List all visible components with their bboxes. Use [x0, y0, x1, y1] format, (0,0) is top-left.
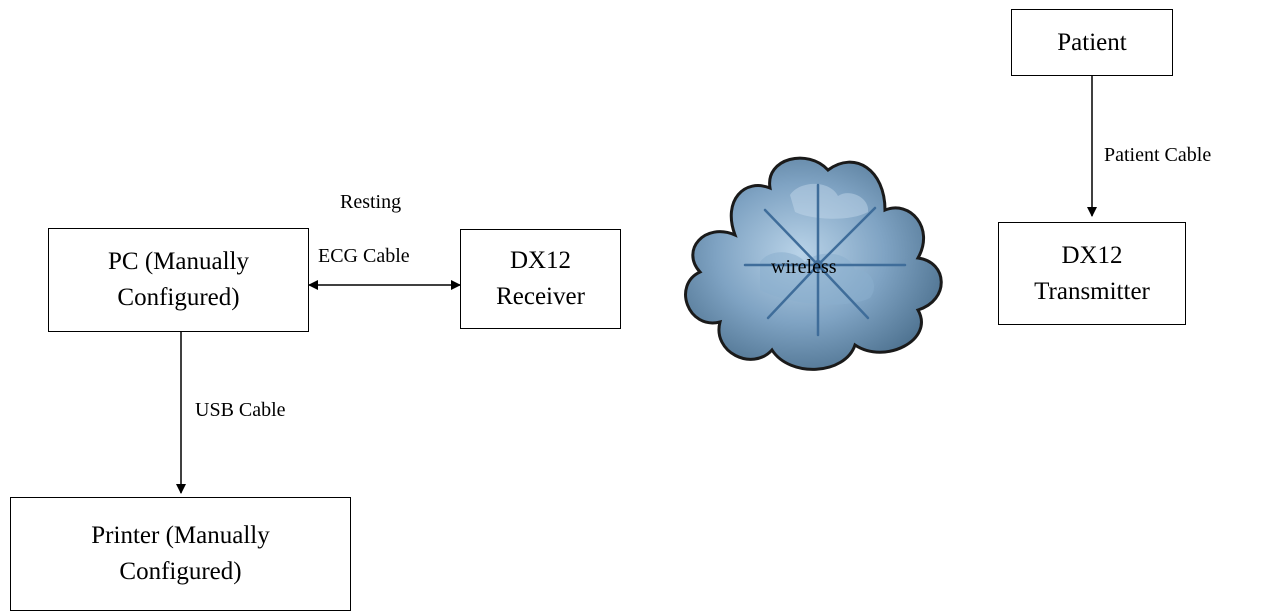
receiver-node-label-line1: DX12	[509, 247, 572, 274]
resting-ecg-label-line1: Resting	[340, 191, 402, 213]
wireless-cloud-icon	[684, 156, 943, 371]
printer-node: Printer (Manually Configured)	[10, 497, 351, 611]
printer-node-label-line2: Configured)	[119, 558, 242, 585]
patient-cable-label: Patient Cable	[1104, 144, 1212, 166]
transmitter-node-label-line2: Transmitter	[1034, 277, 1150, 305]
pc-node-label-line2: Configured)	[117, 284, 240, 311]
dx12-receiver-node: DX12 Receiver	[460, 229, 621, 329]
wireless-spokes	[743, 183, 907, 337]
patient-node: Patient	[1011, 9, 1173, 76]
resting-ecg-label-line2: ECG Cable	[318, 245, 410, 267]
usb-cable-label: USB Cable	[195, 399, 286, 421]
pc-node-label-line1: PC (Manually	[108, 248, 249, 275]
transmitter-node-label-line1: DX12	[1061, 241, 1123, 269]
receiver-node-label-line2: Receiver	[496, 283, 585, 310]
patient-node-label: Patient	[1057, 28, 1127, 56]
wireless-label: wireless	[771, 256, 837, 278]
dx12-transmitter-node: DX12 Transmitter	[998, 222, 1186, 325]
pc-node: PC (Manually Configured)	[48, 228, 309, 332]
printer-node-label-line1: Printer (Manually	[91, 522, 270, 549]
